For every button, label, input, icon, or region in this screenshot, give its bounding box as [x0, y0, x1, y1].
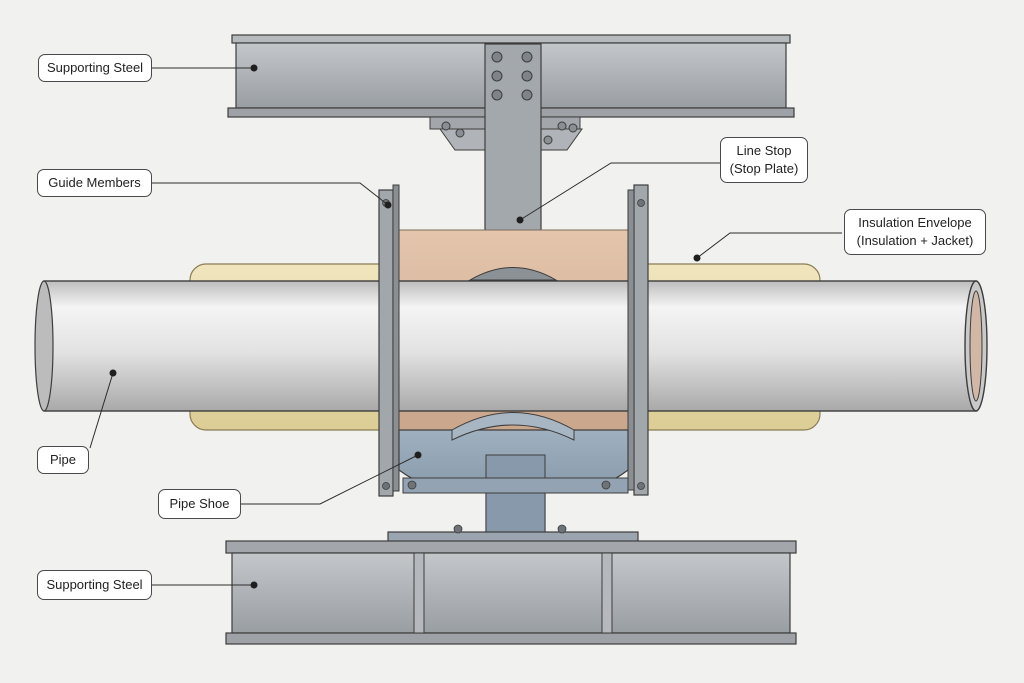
- pipe-label: Pipe: [37, 446, 89, 474]
- line-stop-text: Line Stop: [736, 143, 792, 158]
- guide-members: [378, 184, 649, 497]
- supporting-steel-top-label: Supporting Steel: [38, 54, 152, 82]
- stop-plate-text: (Stop Plate): [729, 161, 799, 176]
- pipe-text: Pipe: [49, 452, 77, 467]
- supporting-steel-bottom-text: Supporting Steel: [46, 577, 143, 592]
- pipe-shoe: [398, 412, 629, 536]
- insulation-envelope-label: Insulation Envelope (Insulation + Jacket…: [844, 209, 986, 255]
- pipe-shoe-text: Pipe Shoe: [169, 496, 230, 511]
- line-stop-label: Line Stop (Stop Plate): [720, 137, 808, 183]
- leader-lines: [89, 67, 842, 586]
- insulation-jacket-text: (Insulation + Jacket): [856, 233, 974, 248]
- guide-members-text: Guide Members: [48, 175, 141, 190]
- pipe-shoe-label: Pipe Shoe: [158, 489, 241, 519]
- insulation-envelope-text: Insulation Envelope: [858, 215, 972, 230]
- stop-plate-contact: [468, 267, 558, 281]
- supporting-steel-bottom-label: Supporting Steel: [37, 570, 152, 600]
- guide-members-label: Guide Members: [37, 169, 152, 197]
- leader-dots: [109, 64, 701, 589]
- bottom-supporting-steel: [225, 540, 797, 645]
- supporting-steel-top-text: Supporting Steel: [46, 60, 144, 75]
- pipe-body: [34, 280, 988, 412]
